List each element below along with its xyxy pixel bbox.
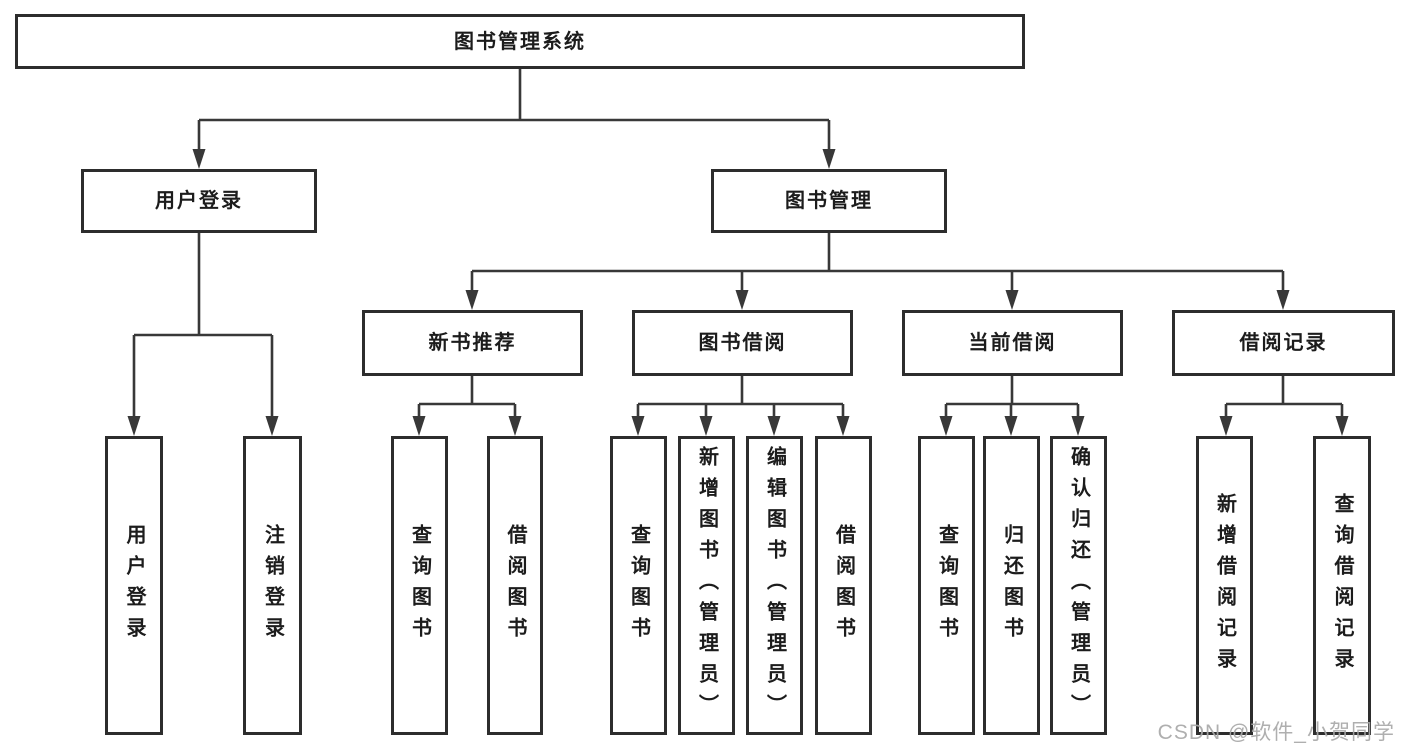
leaf-return-books: 归还图书 <box>983 436 1040 735</box>
node-user-login: 用户登录 <box>81 169 317 233</box>
csdn-watermark: CSDN @软件_小贺同学 <box>1157 721 1395 744</box>
arrowheads <box>127 149 1349 436</box>
node-root-system: 图书管理系统 <box>15 14 1025 69</box>
leaf-query-borrow-record: 查询借阅记录 <box>1313 436 1371 735</box>
node-borrow-records: 借阅记录 <box>1172 310 1395 376</box>
node-current-borrowing: 当前借阅 <box>902 310 1123 376</box>
leaf-add-borrow-record: 新增借阅记录 <box>1196 436 1253 735</box>
node-book-borrowing: 图书借阅 <box>632 310 853 376</box>
leaf-edit-books-admin: 编辑图书（管理员） <box>746 436 803 735</box>
leaf-user-login: 用户登录 <box>105 436 163 735</box>
leaf-borrow-books-recommend: 借阅图书 <box>487 436 543 735</box>
node-new-book-recommend: 新书推荐 <box>362 310 583 376</box>
leaf-add-books-admin: 新增图书（管理员） <box>678 436 735 735</box>
leaf-logout: 注销登录 <box>243 436 302 735</box>
node-book-management: 图书管理 <box>711 169 947 233</box>
leaf-query-books-recommend: 查询图书 <box>391 436 448 735</box>
leaf-query-books-borrowing: 查询图书 <box>610 436 667 735</box>
leaf-confirm-return-admin: 确认归还（管理员） <box>1050 436 1107 735</box>
leaf-borrow-books: 借阅图书 <box>815 436 872 735</box>
leaf-query-books-current: 查询图书 <box>918 436 975 735</box>
